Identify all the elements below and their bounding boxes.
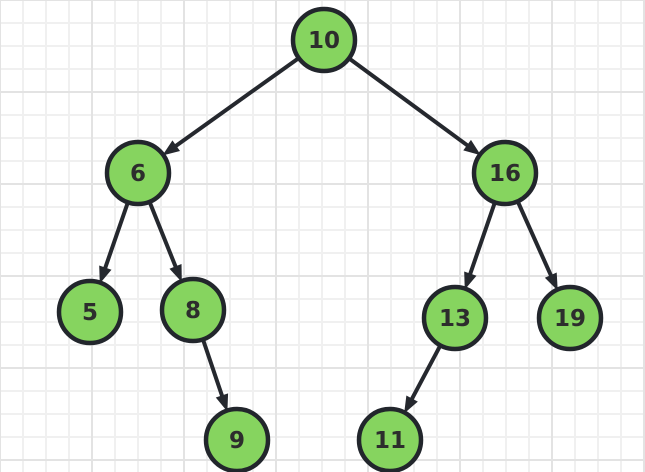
node-circle[interactable] <box>56 278 124 346</box>
tree-edge <box>515 199 558 291</box>
edge-arrowhead-icon <box>544 272 558 291</box>
edge-arrowhead-icon <box>169 263 182 283</box>
tree-edge <box>162 55 301 156</box>
edges-layer <box>99 55 558 414</box>
tree-node[interactable]: 8 <box>159 276 227 344</box>
node-label: 13 <box>439 306 471 332</box>
edge-arrowhead-icon <box>162 140 181 156</box>
edge-arrowhead-icon <box>99 265 112 284</box>
edge-line <box>515 199 554 279</box>
tree-edge <box>464 200 498 290</box>
node-circle[interactable] <box>536 284 604 352</box>
node-label: 5 <box>82 300 98 326</box>
edge-line <box>147 200 179 270</box>
tree-node[interactable]: 13 <box>421 284 489 352</box>
tree-node[interactable]: 16 <box>471 139 539 207</box>
tree-edge <box>99 200 131 284</box>
edge-arrowhead-icon <box>404 395 418 414</box>
tree-node[interactable]: 10 <box>290 6 358 74</box>
edge-arrowhead-icon <box>464 271 477 290</box>
node-label: 6 <box>130 161 146 187</box>
node-label: 9 <box>229 428 245 454</box>
node-circle[interactable] <box>471 139 539 207</box>
node-circle[interactable] <box>356 406 424 472</box>
tree-edge <box>404 343 443 414</box>
node-circle[interactable] <box>203 406 271 472</box>
tree-node[interactable]: 9 <box>203 406 271 472</box>
edge-line <box>102 200 131 271</box>
edge-arrowhead-icon <box>215 393 229 412</box>
node-circle[interactable] <box>159 276 227 344</box>
node-label: 19 <box>554 306 586 332</box>
node-label: 8 <box>185 298 201 324</box>
node-label: 10 <box>308 28 340 54</box>
edge-line <box>467 200 498 277</box>
node-label: 11 <box>374 428 406 454</box>
edge-line <box>346 56 471 149</box>
tree-node[interactable]: 5 <box>56 278 124 346</box>
edge-line <box>409 343 443 402</box>
tree-edge <box>147 200 182 283</box>
tree-node[interactable]: 11 <box>356 406 424 472</box>
edge-line <box>200 337 225 399</box>
tree-node[interactable]: 6 <box>104 139 172 207</box>
node-circle[interactable] <box>104 139 172 207</box>
edge-line <box>172 55 301 149</box>
node-circle[interactable] <box>421 284 489 352</box>
node-circle[interactable] <box>290 6 358 74</box>
node-label: 16 <box>489 161 521 187</box>
tree-edge <box>200 337 229 412</box>
tree-edge <box>346 56 481 156</box>
tree-node[interactable]: 19 <box>536 284 604 352</box>
nodes-layer: 10 6 16 5 8 13 19 9 11 <box>56 6 604 472</box>
edge-arrowhead-icon <box>463 139 481 156</box>
